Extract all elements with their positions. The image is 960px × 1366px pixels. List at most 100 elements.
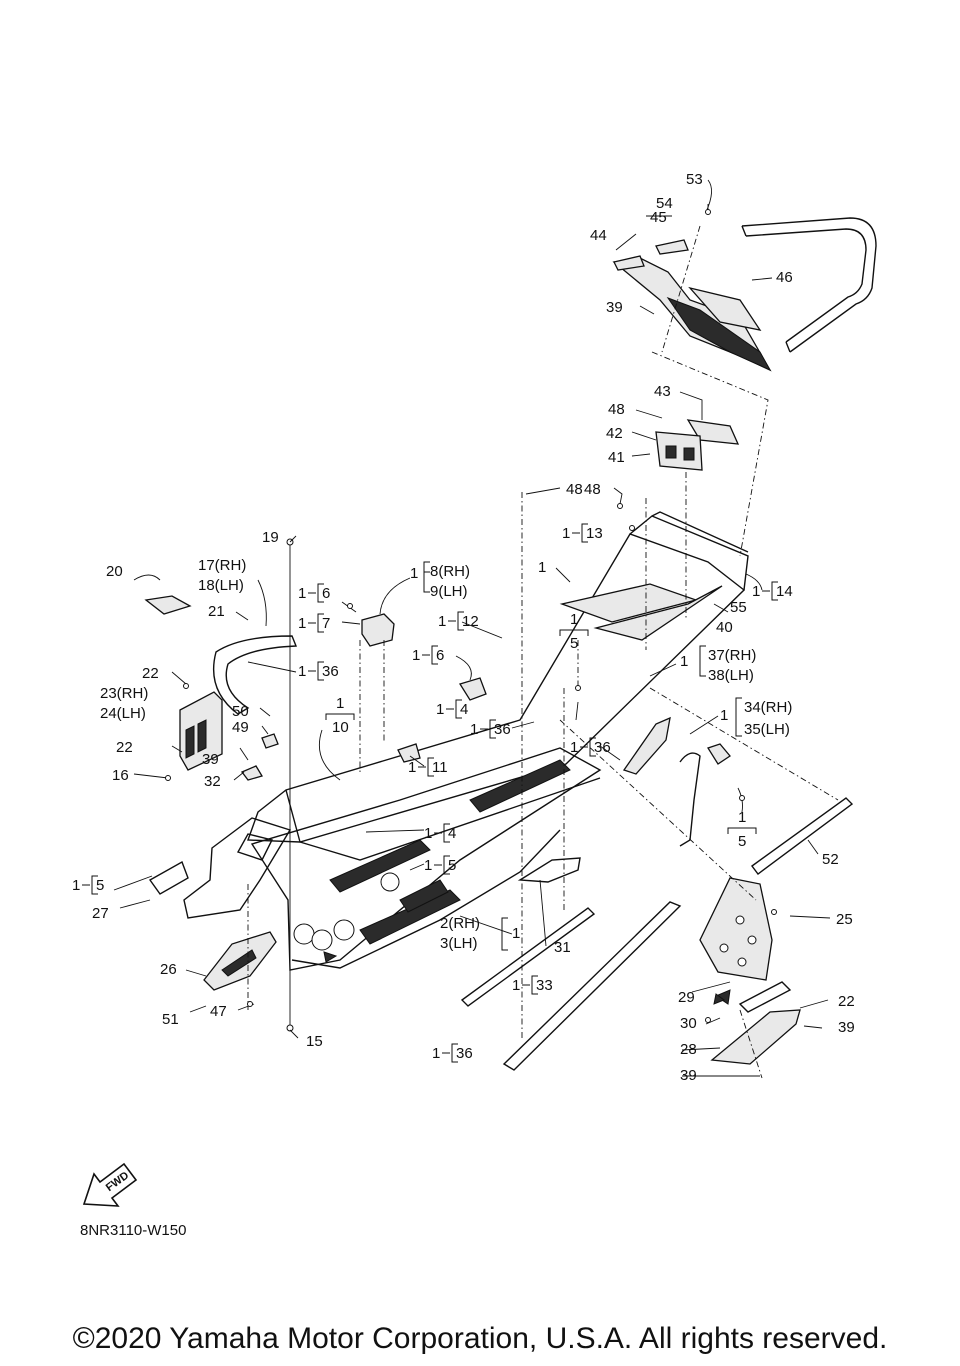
callout-25: 25 (836, 911, 853, 928)
assembly-lines (247, 225, 839, 1079)
callout-30: 30 (680, 1015, 697, 1032)
kit-part: 11 (432, 759, 448, 776)
kit-part: 36 (494, 721, 511, 738)
kit-bracket (431, 645, 438, 665)
front-bracket-drawing (148, 817, 292, 919)
kit-part: 13 (586, 525, 603, 542)
callout-26: 26 (160, 961, 177, 978)
tunnel-top-drawing (247, 511, 749, 861)
callout-20: 20 (106, 563, 123, 580)
callout-35: 35(LH) (744, 721, 790, 738)
kit-bracket (589, 737, 596, 757)
kit-bracket (455, 699, 462, 719)
callout-39c: 39 (838, 1019, 855, 1036)
callout-48b: 48 (566, 481, 583, 498)
toe-hold-left-drawing (203, 931, 277, 991)
callout-38: 38(LH) (708, 667, 754, 684)
stack-part: 10 (332, 719, 349, 736)
kit-qty: 1 (470, 721, 478, 738)
callout-49: 49 (232, 719, 249, 736)
kit-bracket (457, 611, 464, 631)
kit-qty: 1 (298, 663, 306, 680)
kit-8-9: 1 (410, 561, 430, 593)
callout-44: 44 (590, 227, 607, 244)
kit-part: 14 (776, 583, 793, 600)
callout-39b: 39 (202, 751, 219, 768)
stack-s10: 110 (325, 695, 355, 736)
kit-part: 33 (536, 977, 553, 994)
callout-48c: 48 (584, 481, 601, 498)
callout-23: 23(RH) (100, 685, 148, 702)
callout-17: 17(RH) (198, 557, 246, 574)
copyright-text: ©2020 Yamaha Motor Corporation, U.S.A. A… (72, 1322, 888, 1355)
kit-bracket (317, 613, 324, 633)
stack-bracket (559, 629, 589, 636)
kit-qty: 1 (424, 857, 432, 874)
callout-18: 18(LH) (198, 577, 244, 594)
callout-39a: 39 (606, 299, 623, 316)
right-side-parts-drawing (622, 716, 854, 875)
kit-bracket (771, 581, 778, 601)
kit-qty: 1 (680, 653, 688, 670)
callout-3: 3(LH) (440, 935, 478, 952)
callout-54: 54 (656, 195, 673, 212)
forward-arrow-icon: FWD (82, 1162, 138, 1207)
kit-qty: 1 (438, 613, 446, 630)
stack-part: 5 (738, 833, 746, 850)
stack-bracket (325, 713, 355, 720)
kit-qty: 1 (432, 1045, 440, 1062)
callout-37: 37(RH) (708, 647, 756, 664)
callout-16: 16 (112, 767, 129, 784)
kit-qty: 1 (412, 647, 420, 664)
kit-part: 5 (96, 877, 104, 894)
callout-22a: 22 (142, 665, 159, 682)
kit-qty: 1 (570, 739, 578, 756)
callout-53: 53 (686, 171, 703, 188)
kit-2-3: 1 (501, 917, 520, 951)
kit-34-35: 1 (720, 697, 742, 737)
kit-bracket (443, 823, 450, 843)
kit-bracket (581, 523, 588, 543)
callout-48a: 48 (608, 401, 625, 418)
kit-qty: 1 (436, 701, 444, 718)
stack-bracket (727, 827, 757, 834)
callout-8: 8(RH) (430, 563, 470, 580)
callout-41: 41 (608, 449, 625, 466)
stack-part: 5 (570, 635, 578, 652)
bolt-markers (165, 209, 777, 1023)
stack-s5a: 15 (559, 611, 589, 652)
callout-15: 15 (306, 1033, 323, 1050)
kit-part: 5 (448, 857, 456, 874)
kit-37-38: 1 (680, 645, 706, 677)
kit-part: 36 (594, 739, 611, 756)
stack-qty: 1 (336, 695, 344, 712)
footrest-right-drawing (699, 877, 801, 1065)
callout-42: 42 (606, 425, 623, 442)
callout-19: 19 (262, 529, 279, 546)
plain-label: 1 (538, 559, 546, 576)
kit-part: 6 (436, 647, 444, 664)
callout-32: 32 (204, 773, 221, 790)
callout-51: 51 (162, 1011, 179, 1028)
kit-bracket (443, 855, 450, 875)
callout-31: 31 (554, 939, 571, 956)
kit-bracket (317, 661, 324, 681)
callout-28: 28 (680, 1041, 697, 1058)
kit-bracket (317, 583, 324, 603)
callout-27: 27 (92, 905, 109, 922)
stack-s5b: 15 (727, 809, 757, 850)
kit-bracket (531, 975, 538, 995)
callout-45: 45 (650, 209, 667, 226)
tail-light-drawing (655, 419, 740, 471)
